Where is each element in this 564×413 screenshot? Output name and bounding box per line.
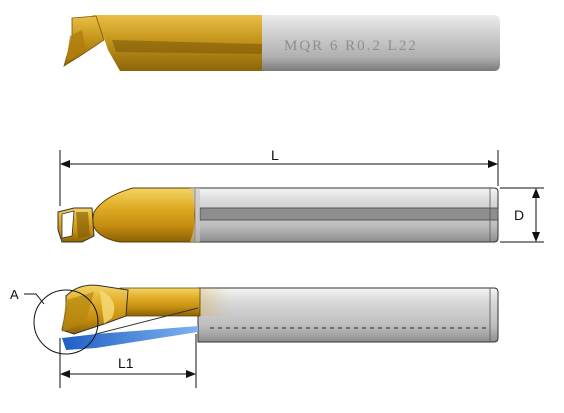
detail-A-leader xyxy=(24,293,45,305)
head-highlight xyxy=(100,290,115,324)
detail-A-label: A xyxy=(10,287,19,302)
insert-shadow xyxy=(76,212,90,238)
photo-cutting-edge xyxy=(66,30,86,62)
insert-face xyxy=(61,210,75,239)
detail-A-circle xyxy=(33,289,99,355)
tool-photo: MQR 6 R0.2 L22 xyxy=(63,15,500,71)
dim-L1-arrow-right xyxy=(186,370,196,378)
photo-groove xyxy=(112,40,262,54)
coolant-channel xyxy=(62,326,198,350)
shank-flat xyxy=(199,207,499,221)
dimension-D: D xyxy=(500,187,544,243)
dimension-L1: L1 xyxy=(59,334,197,388)
head-rake xyxy=(62,292,94,332)
dim-L-arrow-left xyxy=(60,160,70,168)
gold-section-side xyxy=(91,187,196,243)
dim-L1-label: L1 xyxy=(118,355,134,371)
dim-D-arrow-bottom xyxy=(532,232,540,242)
dim-D-arrow-top xyxy=(532,188,540,198)
neck-underside xyxy=(95,307,199,335)
dim-L-label: L xyxy=(271,147,279,163)
dim-L1-arrow-left xyxy=(60,370,70,378)
gold-neck xyxy=(119,287,201,317)
dim-D-label: D xyxy=(514,207,524,223)
tool-side-view xyxy=(57,187,499,243)
photo-engraving: MQR 6 R0.2 L22 xyxy=(284,38,418,54)
dimension-L: L xyxy=(59,147,499,206)
tool-top-view xyxy=(61,284,499,350)
photo-shank xyxy=(262,15,500,71)
transition xyxy=(190,188,200,242)
shank-top xyxy=(197,287,499,343)
detail-A: A xyxy=(10,287,99,355)
dim-L-arrow-right xyxy=(488,160,498,168)
